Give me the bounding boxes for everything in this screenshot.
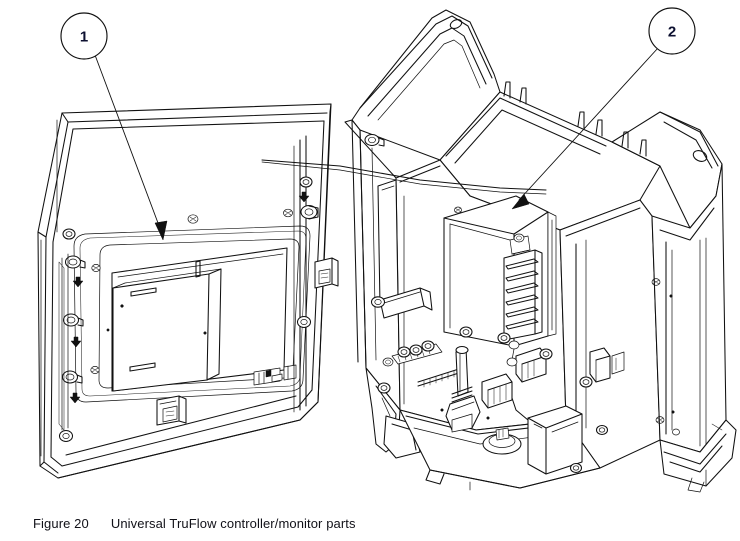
connector-block-b xyxy=(506,347,547,383)
mounting-foot-right xyxy=(659,419,737,493)
callout-1[interactable]: 1 xyxy=(60,12,168,241)
door-hinge-column xyxy=(293,135,319,413)
figure-caption: Figure 20 Universal TruFlow controller/m… xyxy=(0,505,740,541)
callout-1-arrowhead xyxy=(154,220,168,241)
valve-stem xyxy=(445,345,481,433)
figure-label: Figure 20 xyxy=(33,515,89,531)
callout-2-number: 2 xyxy=(668,24,676,41)
base-component-assembly xyxy=(377,326,625,475)
callout-2[interactable]: 2 xyxy=(511,7,696,210)
bracket-component xyxy=(589,347,625,383)
callout-1-number: 1 xyxy=(80,29,88,46)
hood-tabs xyxy=(503,81,647,157)
callout-2-circle[interactable] xyxy=(648,7,696,55)
door-fastener-top-left xyxy=(62,228,76,240)
connector-block-a xyxy=(481,373,513,409)
callout-1-circle[interactable] xyxy=(60,12,108,60)
figure-title: Universal TruFlow controller/monitor par… xyxy=(110,515,356,531)
terminal-block xyxy=(503,233,543,361)
panel-screws xyxy=(90,208,293,374)
block-component xyxy=(511,397,583,475)
door-latch-block-upper xyxy=(314,257,339,289)
controller-display-panel xyxy=(111,247,288,392)
controller-door-assembly xyxy=(37,103,339,479)
callout-2-arrowhead xyxy=(511,193,530,210)
callout-2-leader xyxy=(518,47,659,201)
disc-component xyxy=(482,427,522,455)
door-connector-cluster xyxy=(253,364,297,386)
door-latch-block xyxy=(156,395,187,426)
wire-comb xyxy=(417,367,463,388)
callout-1-leader xyxy=(94,54,162,232)
monitor-module-board xyxy=(443,195,557,361)
door-fastener-left-2 xyxy=(62,313,84,327)
floor-screw-posts xyxy=(377,340,435,394)
door-fastener-bottom-left xyxy=(58,429,74,443)
door-fastener-left-1 xyxy=(64,255,86,269)
technical-illustration: 1 2 xyxy=(37,7,737,493)
enclosure-fastener-upper xyxy=(364,133,385,147)
door-fastener-left-3 xyxy=(61,370,83,384)
enclosure-fastener-mid xyxy=(370,296,386,308)
monitor-enclosure-body xyxy=(261,9,737,493)
